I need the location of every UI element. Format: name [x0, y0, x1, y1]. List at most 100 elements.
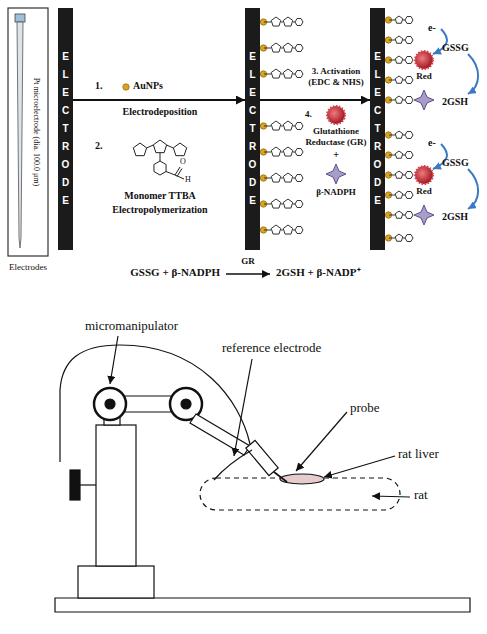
species-label: GSSG — [442, 157, 469, 169]
species-label: Red — [416, 71, 432, 82]
nadph-symbol — [414, 90, 434, 110]
species-label: 2GSH — [442, 211, 468, 223]
part-label: probe — [350, 400, 380, 416]
leader-line — [234, 359, 252, 456]
bond — [175, 175, 184, 179]
cable — [60, 345, 250, 462]
polymer-chain — [389, 211, 413, 218]
band2-surface — [260, 17, 303, 234]
polymer-chain — [264, 121, 303, 130]
polymer-chain — [389, 234, 413, 241]
leader-line — [110, 336, 118, 384]
reaction-arrow — [468, 169, 478, 209]
polymer-chain — [389, 56, 413, 63]
au-dot — [123, 84, 129, 90]
reagent-label: Glutathione Reductase (GR) — [303, 126, 369, 148]
leader-line — [372, 496, 410, 497]
probe-holder — [246, 440, 278, 475]
process-arrow — [260, 99, 370, 101]
enzyme-gr — [415, 166, 433, 184]
microelectrode-needle — [17, 22, 23, 248]
reagent-label: Monomer TTBA — [124, 190, 196, 202]
polymer-chain — [264, 17, 303, 26]
probe — [274, 472, 287, 482]
species-label: GSSG — [442, 42, 469, 54]
electrode-band: ELECTRODE — [245, 8, 260, 250]
enzyme-gr — [415, 51, 433, 69]
step-label: Electropolymerization — [112, 204, 207, 216]
equation-arrow — [226, 273, 270, 275]
reference-wire — [214, 450, 252, 480]
polymer-chain — [389, 16, 413, 23]
polymer-chain — [389, 151, 413, 158]
reagent-label: AuNPs — [133, 80, 163, 92]
equation-text: GSSG + β-NADPH — [130, 266, 220, 279]
electrode-label: ELECTRODE — [248, 48, 258, 210]
plus-sign: + — [333, 149, 339, 161]
polymer-chain — [389, 36, 413, 43]
table — [55, 598, 470, 612]
step-number: 2. — [95, 140, 103, 152]
step-number: 1. — [95, 80, 103, 92]
part-label: rat liver — [398, 446, 439, 462]
pulley — [94, 388, 126, 420]
bond — [166, 172, 175, 176]
electrode-frame — [8, 8, 48, 256]
thiophene-ring — [133, 143, 146, 156]
electron-label: e- — [428, 22, 436, 34]
thiophene-ring — [173, 143, 186, 156]
part-label: rat — [414, 487, 428, 503]
electrode-band: ELECTRODE — [370, 8, 385, 250]
bond — [160, 153, 161, 161]
leader-line — [296, 412, 347, 471]
atom-label: H — [185, 175, 191, 185]
bond — [167, 145, 174, 148]
needle-cap — [15, 14, 25, 22]
polymer-chain — [264, 147, 303, 156]
benzene-ring — [154, 161, 166, 175]
bond — [177, 169, 182, 177]
polymer-chain — [264, 225, 303, 234]
part-label: micromanipulator — [85, 318, 178, 334]
part-label: reference electrode — [222, 340, 321, 356]
pulley-hub — [181, 399, 191, 409]
electrode-name: Pt microelectrode (dia. 100.0 μm) — [31, 78, 41, 186]
polymer-chain — [389, 171, 413, 178]
band3-surface — [385, 16, 478, 241]
polymer-chain — [264, 199, 303, 208]
pulley-hub — [105, 399, 115, 409]
step-label: Electrodeposition — [123, 106, 198, 118]
stand-foot — [78, 566, 154, 598]
electrode-band: ELECTRODE — [58, 8, 73, 250]
knob-stem — [80, 484, 96, 485]
frame — [8, 8, 48, 256]
process-arrow — [73, 99, 245, 101]
pyrrole-ring — [153, 140, 166, 153]
polymer-chain — [264, 43, 303, 52]
species-label: 2GSH — [442, 96, 468, 108]
step-label: 3. Activation (EDC & NHS) — [303, 66, 369, 88]
stand-pillar — [96, 425, 136, 566]
catalyst-label: GR — [241, 256, 255, 267]
equation-text: 2GSH + β-NADP⁺ — [276, 266, 361, 279]
polymer-chain — [389, 131, 413, 138]
electrode-label: ELECTRODE — [373, 48, 383, 210]
au-particle — [123, 84, 129, 90]
polymer-chain — [389, 96, 413, 103]
nadph-symbol — [326, 164, 346, 184]
polymer-chain — [264, 69, 303, 78]
step-number: 4. — [305, 109, 312, 120]
electrode-label: ELECTRODE — [61, 48, 71, 210]
leader-line — [324, 456, 395, 477]
electron-label: e- — [428, 137, 436, 149]
bond — [147, 145, 154, 148]
monomer-structure — [133, 140, 186, 179]
polymer-chain — [389, 191, 413, 198]
reagent-label: β-NADPH — [316, 187, 356, 198]
reaction-arrow — [468, 54, 478, 94]
atom-label: O — [180, 157, 186, 167]
nadph-symbol — [414, 205, 434, 225]
